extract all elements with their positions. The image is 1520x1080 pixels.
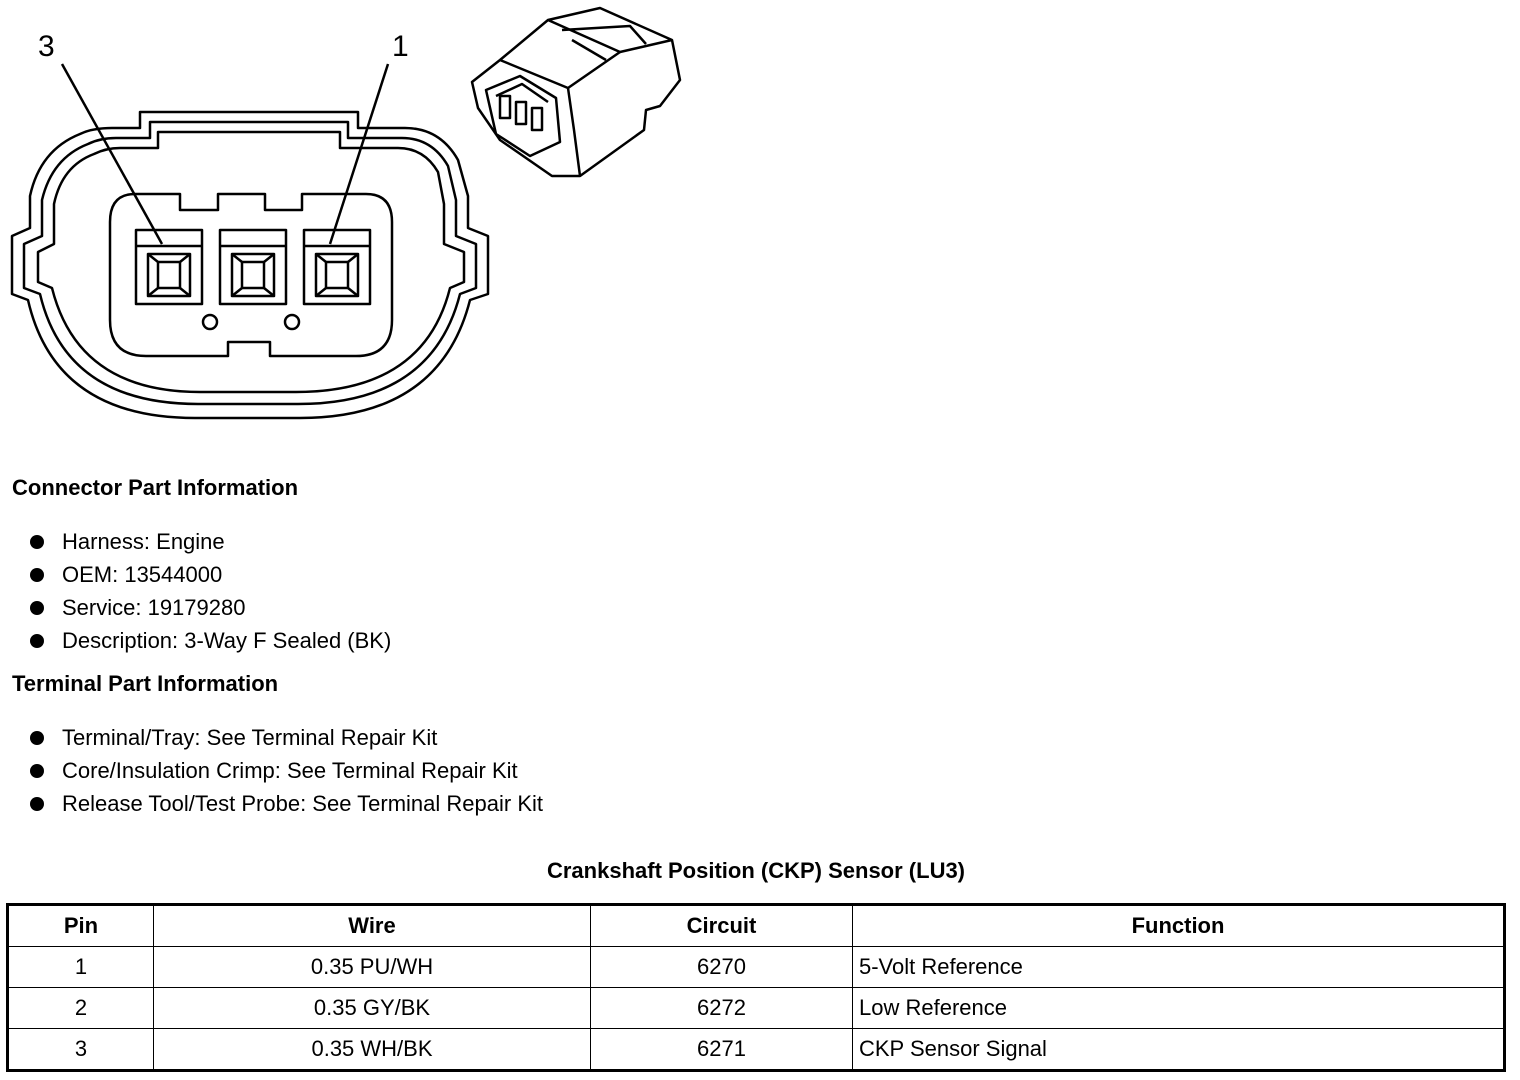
connector-3d-illustration: [470, 6, 682, 178]
pin-table: Pin Wire Circuit Function 1 0.35 PU/WH 6…: [6, 903, 1506, 1072]
pin-3-callout: 3: [38, 30, 55, 63]
cell-function: Low Reference: [852, 987, 1505, 1029]
cell-wire: 0.35 PU/WH: [153, 946, 591, 988]
cell-circuit: 6271: [590, 1028, 853, 1071]
cell-circuit: 6272: [590, 987, 853, 1029]
table-header-row: Pin Wire Circuit Function: [7, 904, 1505, 947]
bullet-icon: [30, 731, 44, 745]
connector-face-diagram: [10, 6, 682, 420]
list-item: OEM: 13544000: [30, 558, 391, 591]
header-wire: Wire: [153, 904, 591, 947]
pin-1-callout: 1: [392, 30, 409, 63]
bullet-icon: [30, 601, 44, 615]
terminal-2: [218, 228, 288, 306]
cell-pin: 1: [7, 946, 154, 988]
list-item: Harness: Engine: [30, 525, 391, 558]
header-function: Function: [852, 904, 1505, 947]
connector-info-title: Connector Part Information: [12, 475, 299, 500]
cell-circuit: 6270: [590, 946, 853, 988]
bullet-icon: [30, 535, 44, 549]
list-item: Service: 19179280: [30, 591, 391, 624]
cell-function: 5-Volt Reference: [852, 946, 1505, 988]
list-item: Core/Insulation Crimp: See Terminal Repa…: [30, 754, 543, 787]
header-circuit: Circuit: [590, 904, 853, 947]
header-pin: Pin: [7, 904, 154, 947]
terminal-1: [302, 228, 372, 306]
table-row: 1 0.35 PU/WH 6270 5-Volt Reference: [7, 946, 1505, 988]
terminal-info-title: Terminal Part Information: [12, 671, 279, 696]
bullet-icon: [30, 634, 44, 648]
connector-outer-housing: [10, 110, 490, 420]
connector-info-list: Harness: Engine OEM: 13544000 Service: 1…: [30, 525, 391, 657]
list-item: Description: 3-Way F Sealed (BK): [30, 624, 391, 657]
cell-pin: 3: [7, 1028, 154, 1071]
cell-pin: 2: [7, 987, 154, 1029]
connector-cavity: [108, 192, 394, 358]
terminal-info-list: Terminal/Tray: See Terminal Repair Kit C…: [30, 721, 543, 820]
bullet-icon: [30, 764, 44, 778]
list-item: Terminal/Tray: See Terminal Repair Kit: [30, 721, 543, 754]
table-row: 2 0.35 GY/BK 6272 Low Reference: [7, 987, 1505, 1029]
list-item: Release Tool/Test Probe: See Terminal Re…: [30, 787, 543, 820]
table-row: 3 0.35 WH/BK 6271 CKP Sensor Signal: [7, 1028, 1505, 1071]
cell-function: CKP Sensor Signal: [852, 1028, 1505, 1071]
bullet-icon: [30, 568, 44, 582]
cell-wire: 0.35 WH/BK: [153, 1028, 591, 1071]
cell-wire: 0.35 GY/BK: [153, 987, 591, 1029]
pin-table-title: Crankshaft Position (CKP) Sensor (LU3): [546, 858, 966, 883]
terminal-3: [134, 228, 204, 306]
bullet-icon: [30, 797, 44, 811]
